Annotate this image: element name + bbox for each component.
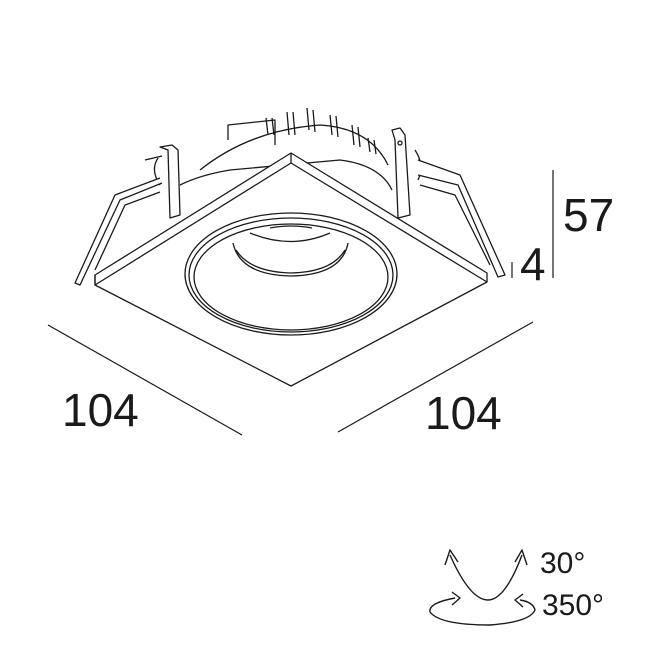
thickness-dimension-label: 4	[520, 238, 546, 290]
rotation-icon	[429, 549, 536, 626]
width-right-dimension-label: 104	[425, 387, 502, 439]
height-dimension-label: 57	[563, 189, 615, 241]
spring-clip-left	[74, 144, 181, 286]
spring-clip-right	[391, 127, 506, 278]
tilt-angle-label: 30°	[540, 547, 586, 580]
square-plate	[94, 152, 488, 387]
heatsink	[179, 107, 393, 191]
pan-angle-label: 350°	[542, 589, 605, 622]
reflector-ring	[184, 212, 398, 336]
width-left-dimension-label: 104	[62, 384, 139, 436]
dimension-lines	[47, 170, 554, 436]
